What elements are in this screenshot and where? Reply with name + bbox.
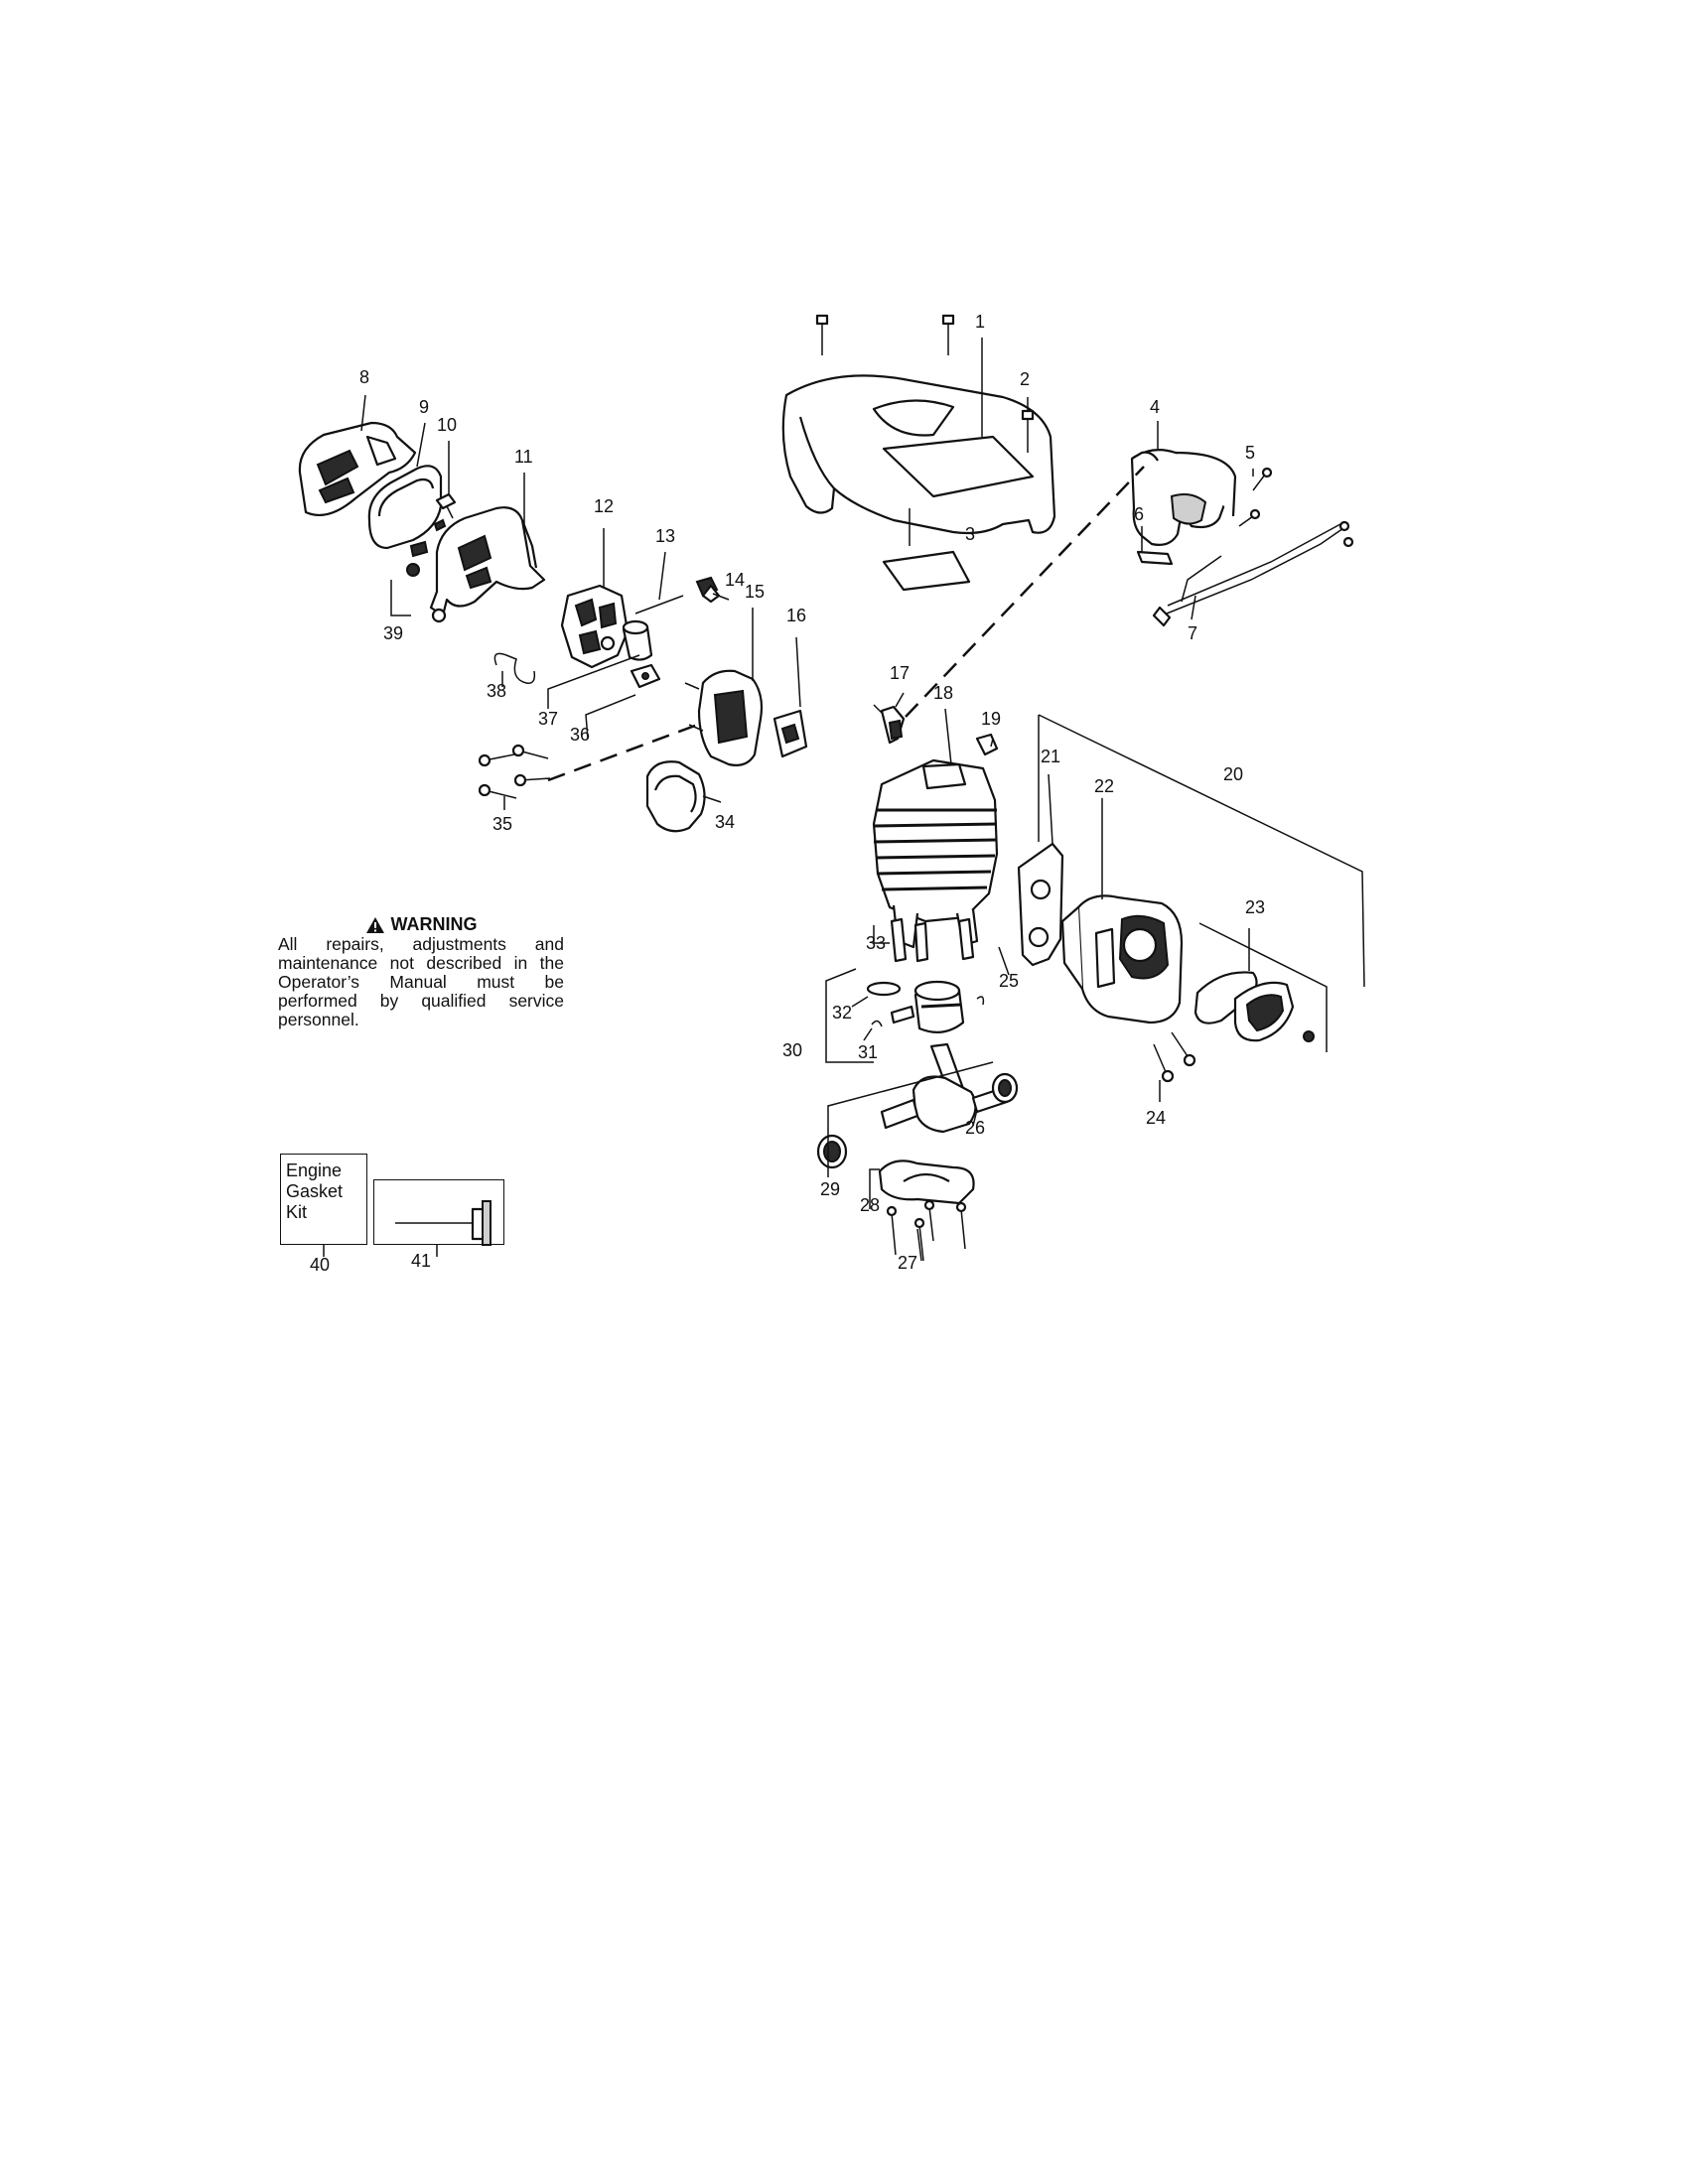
callout-39: 39 [383, 623, 403, 643]
kit-label-line3: Kit [286, 1202, 308, 1222]
cylinder-studs [890, 917, 975, 963]
carburetor [560, 584, 630, 669]
callout-18: 18 [933, 683, 953, 703]
callout-9: 9 [419, 397, 429, 417]
filter-nut [435, 492, 457, 519]
callout-34: 34 [715, 812, 735, 832]
throttle-pin [634, 595, 684, 614]
cover-screws [815, 314, 1035, 453]
callout-2: 2 [1020, 369, 1030, 389]
callout-38: 38 [487, 681, 506, 701]
callout-36: 36 [570, 725, 590, 745]
muffler-screen [1233, 981, 1315, 1042]
crank-bearing-left [816, 1134, 848, 1169]
warning-notice: WARNING All repairs, adjustments and mai… [278, 915, 564, 1029]
leader-lines [323, 338, 1254, 1262]
spark-plug-wrench [395, 1200, 491, 1246]
wire-spring [493, 652, 536, 684]
ignition-wire [1152, 520, 1354, 627]
callout-27: 27 [898, 1253, 917, 1273]
tool-box [373, 1179, 504, 1245]
callout-30: 30 [782, 1040, 802, 1060]
engine-gasket-kit-box: Engine Gasket Kit [280, 1154, 367, 1245]
callout-25: 25 [999, 971, 1019, 991]
carburetor-gasket [630, 663, 661, 689]
air-filter-housing [429, 506, 546, 623]
callout-35: 35 [492, 814, 512, 834]
callout-1: 1 [975, 312, 985, 332]
callout-19: 19 [981, 709, 1001, 729]
intake-spacer [622, 619, 653, 661]
callout-29: 29 [820, 1179, 840, 1199]
muffler-screws [1153, 1031, 1196, 1083]
crankcase-half [878, 1160, 975, 1205]
callout-4: 4 [1150, 397, 1160, 417]
kit-label-line1: Engine [286, 1160, 343, 1180]
crank-seal-right [991, 1072, 1019, 1104]
choke-knob [695, 576, 721, 604]
ignition-screws [1238, 467, 1273, 527]
callout-24: 24 [1146, 1108, 1166, 1128]
callout-41: 41 [411, 1251, 431, 1271]
cylinder [872, 758, 999, 949]
callout-7: 7 [1188, 623, 1197, 643]
warning-triangle-icon [365, 916, 384, 933]
muffler-body [1060, 894, 1184, 1024]
warning-heading: WARNING [278, 915, 564, 934]
piston [913, 980, 965, 1033]
callout-37: 37 [538, 709, 558, 729]
callout-14: 14 [725, 570, 745, 590]
callout-21: 21 [1041, 747, 1060, 766]
callout-33: 33 [866, 933, 886, 953]
callout-31: 31 [858, 1042, 878, 1062]
ignition-module [1130, 448, 1237, 546]
callout-20: 20 [1223, 764, 1243, 784]
callout-32: 32 [832, 1003, 852, 1023]
intake-boot [645, 760, 706, 833]
callout-17: 17 [890, 663, 910, 683]
callout-23: 23 [1245, 897, 1265, 917]
top-cover [781, 374, 1056, 535]
spark-plug-clip [975, 733, 999, 756]
callout-labels: 1 2 3 4 5 6 7 8 9 10 11 12 13 14 15 16 1… [310, 312, 1265, 1275]
callout-15: 15 [745, 582, 765, 602]
callout-5: 5 [1245, 443, 1255, 463]
crankcase-screws [886, 1199, 967, 1262]
callout-11: 11 [514, 447, 533, 467]
callout-12: 12 [594, 496, 614, 516]
muffler-bracket-lines [1038, 714, 1365, 1052]
kit-label-line2: Gasket [286, 1181, 344, 1201]
crankshaft [880, 1042, 1009, 1134]
mount-screws [478, 744, 551, 799]
callout-8: 8 [359, 367, 369, 387]
piston-ring [866, 981, 902, 997]
air-filter [367, 465, 443, 550]
callout-13: 13 [655, 526, 675, 546]
warning-text: All repairs, adjustments and maintenance… [278, 934, 564, 1029]
warning-title: WARNING [390, 914, 478, 934]
manifold-gasket [772, 709, 808, 758]
callout-26: 26 [965, 1118, 985, 1138]
callout-40: 40 [310, 1255, 330, 1275]
ignition-clip [1136, 550, 1174, 566]
callout-16: 16 [786, 606, 806, 625]
cover-pad [882, 508, 971, 592]
housing-grommet [409, 518, 447, 558]
dashed-guide-line [905, 466, 1145, 718]
callout-6: 6 [1134, 504, 1144, 524]
retaining-nut [406, 563, 420, 577]
piston-pin [890, 1005, 915, 1024]
callout-3: 3 [965, 524, 975, 544]
callout-28: 28 [860, 1195, 880, 1215]
intake-manifold [684, 669, 764, 766]
spark-plug [873, 704, 906, 745]
air-filter-cover [298, 421, 417, 516]
piston-pin-clip [871, 996, 985, 1027]
muffler-gasket [1017, 842, 1064, 967]
callout-10: 10 [437, 415, 457, 435]
callout-22: 22 [1094, 776, 1114, 796]
